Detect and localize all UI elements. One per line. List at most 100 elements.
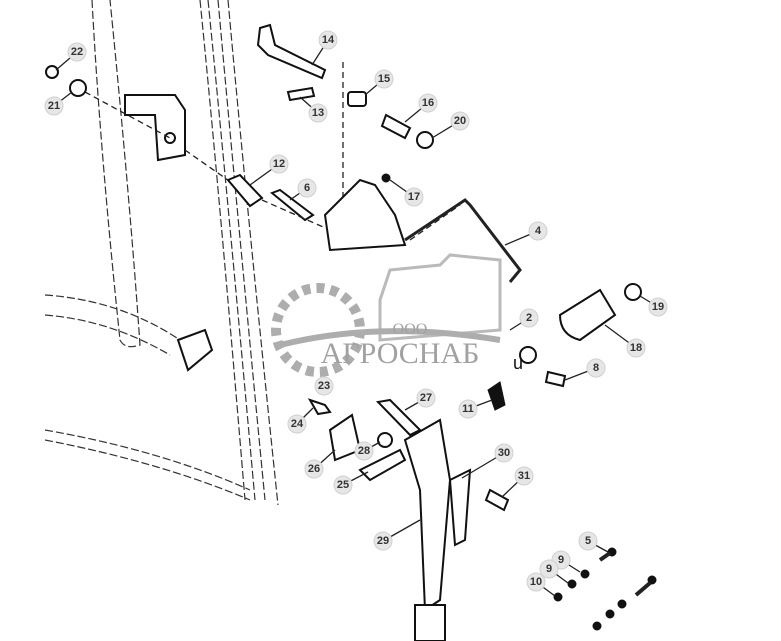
callout-number: 27 — [420, 392, 432, 404]
callout-10: 10 — [526, 572, 556, 597]
callout-bubble — [308, 103, 328, 123]
callout-bubble — [404, 187, 424, 207]
callout-bubble — [67, 42, 87, 62]
callout-bubble — [586, 358, 606, 378]
callout-27: 27 — [404, 388, 436, 411]
callout-number: 9 — [558, 554, 564, 566]
callout-29: 29 — [373, 519, 421, 551]
bushing-12 — [226, 173, 264, 208]
pin-18 — [558, 288, 617, 342]
callout-bubble — [318, 30, 338, 50]
bolt-24 — [307, 398, 332, 416]
washer-21 — [69, 79, 87, 97]
agrosnab-watermark: ООО АГРОСНАБ — [271, 253, 502, 377]
callout-number: 25 — [337, 479, 349, 491]
callout-31: 31 — [501, 466, 534, 498]
bolt-31 — [484, 488, 510, 512]
callout-13: 13 — [299, 96, 328, 123]
callout-number: 10 — [530, 576, 542, 588]
callout-number: 18 — [630, 342, 642, 354]
callout-14: 14 — [311, 30, 338, 66]
pin-6 — [270, 188, 315, 222]
callout-bubble — [450, 111, 470, 131]
callout-number: 14 — [322, 34, 335, 46]
callout-number: 9 — [546, 563, 552, 575]
callout-19: 19 — [639, 295, 668, 317]
callout-9: 9 — [539, 559, 569, 584]
callout-21: 21 — [44, 91, 73, 116]
pin-14 — [256, 23, 327, 80]
bracket-25 — [358, 448, 407, 482]
callout-30: 30 — [461, 443, 514, 479]
latch-assembly — [323, 178, 407, 252]
pin-13 — [286, 86, 316, 102]
callout-bubble — [269, 154, 289, 174]
callout-number: 2 — [526, 312, 532, 324]
callout-number: 28 — [358, 445, 370, 457]
callout-number: 16 — [422, 97, 434, 109]
callout-number: 22 — [71, 46, 83, 58]
callout-bubble — [539, 559, 559, 579]
callout-number: 30 — [498, 447, 510, 459]
nut-17 — [381, 173, 391, 183]
callout-23: 23 — [314, 376, 334, 396]
callout-bubble — [416, 388, 436, 408]
callout-number: 31 — [518, 470, 530, 482]
callout-17: 17 — [389, 179, 424, 207]
callout-number: 24 — [291, 418, 304, 430]
rod-4 — [404, 198, 522, 283]
callout-number: 8 — [593, 362, 599, 374]
callout-24: 24 — [287, 407, 314, 434]
stray-glyph: u — [513, 353, 523, 373]
lever-handle — [414, 604, 446, 641]
callout-number: 19 — [652, 301, 664, 313]
washer-28 — [377, 432, 393, 448]
callout-bubble — [333, 475, 353, 495]
nut-22 — [45, 65, 59, 79]
callout-bubble — [514, 466, 534, 486]
callout-20: 20 — [431, 111, 470, 139]
callout-bubble — [519, 308, 539, 328]
callout-28: 28 — [354, 441, 381, 461]
bracket-hole — [164, 132, 176, 144]
callout-bubble — [373, 531, 393, 551]
plate-30 — [448, 468, 472, 547]
callout-number: 17 — [408, 191, 420, 203]
callout-bubble — [458, 399, 478, 419]
callout-11: 11 — [458, 399, 493, 419]
mount-part — [176, 328, 214, 372]
callout-bubble — [578, 531, 598, 551]
callout-4: 4 — [504, 221, 548, 246]
callout-25: 25 — [333, 471, 369, 495]
callout-bubble — [297, 178, 317, 198]
spring-16 — [380, 113, 412, 140]
callout-number: 4 — [535, 225, 542, 237]
part-11 — [487, 381, 506, 411]
callout-number: 12 — [273, 158, 285, 170]
callout-bubble — [418, 93, 438, 113]
callout-number: 15 — [378, 73, 390, 85]
callout-bubble — [528, 221, 548, 241]
cab-frame — [44, 0, 279, 506]
callout-number: 21 — [48, 100, 60, 112]
callout-bubble — [374, 69, 394, 89]
callout-bubble — [314, 376, 334, 396]
washer-20 — [416, 131, 434, 149]
callout-bubble — [354, 441, 374, 461]
callout-number: 5 — [585, 535, 591, 547]
clip-2 — [519, 346, 537, 364]
bolt-8 — [544, 370, 567, 388]
callout-bubble — [304, 459, 324, 479]
callout-bubble — [526, 572, 546, 592]
watermark-company-name: АГРОСНАБ — [321, 337, 480, 370]
callout-8: 8 — [564, 358, 606, 381]
callout-bubble — [648, 297, 668, 317]
callout-number: 20 — [454, 115, 466, 127]
washer-19 — [624, 283, 642, 301]
bushing-15 — [347, 91, 367, 107]
callout-16: 16 — [404, 93, 438, 123]
callout-number: 11 — [462, 403, 474, 415]
